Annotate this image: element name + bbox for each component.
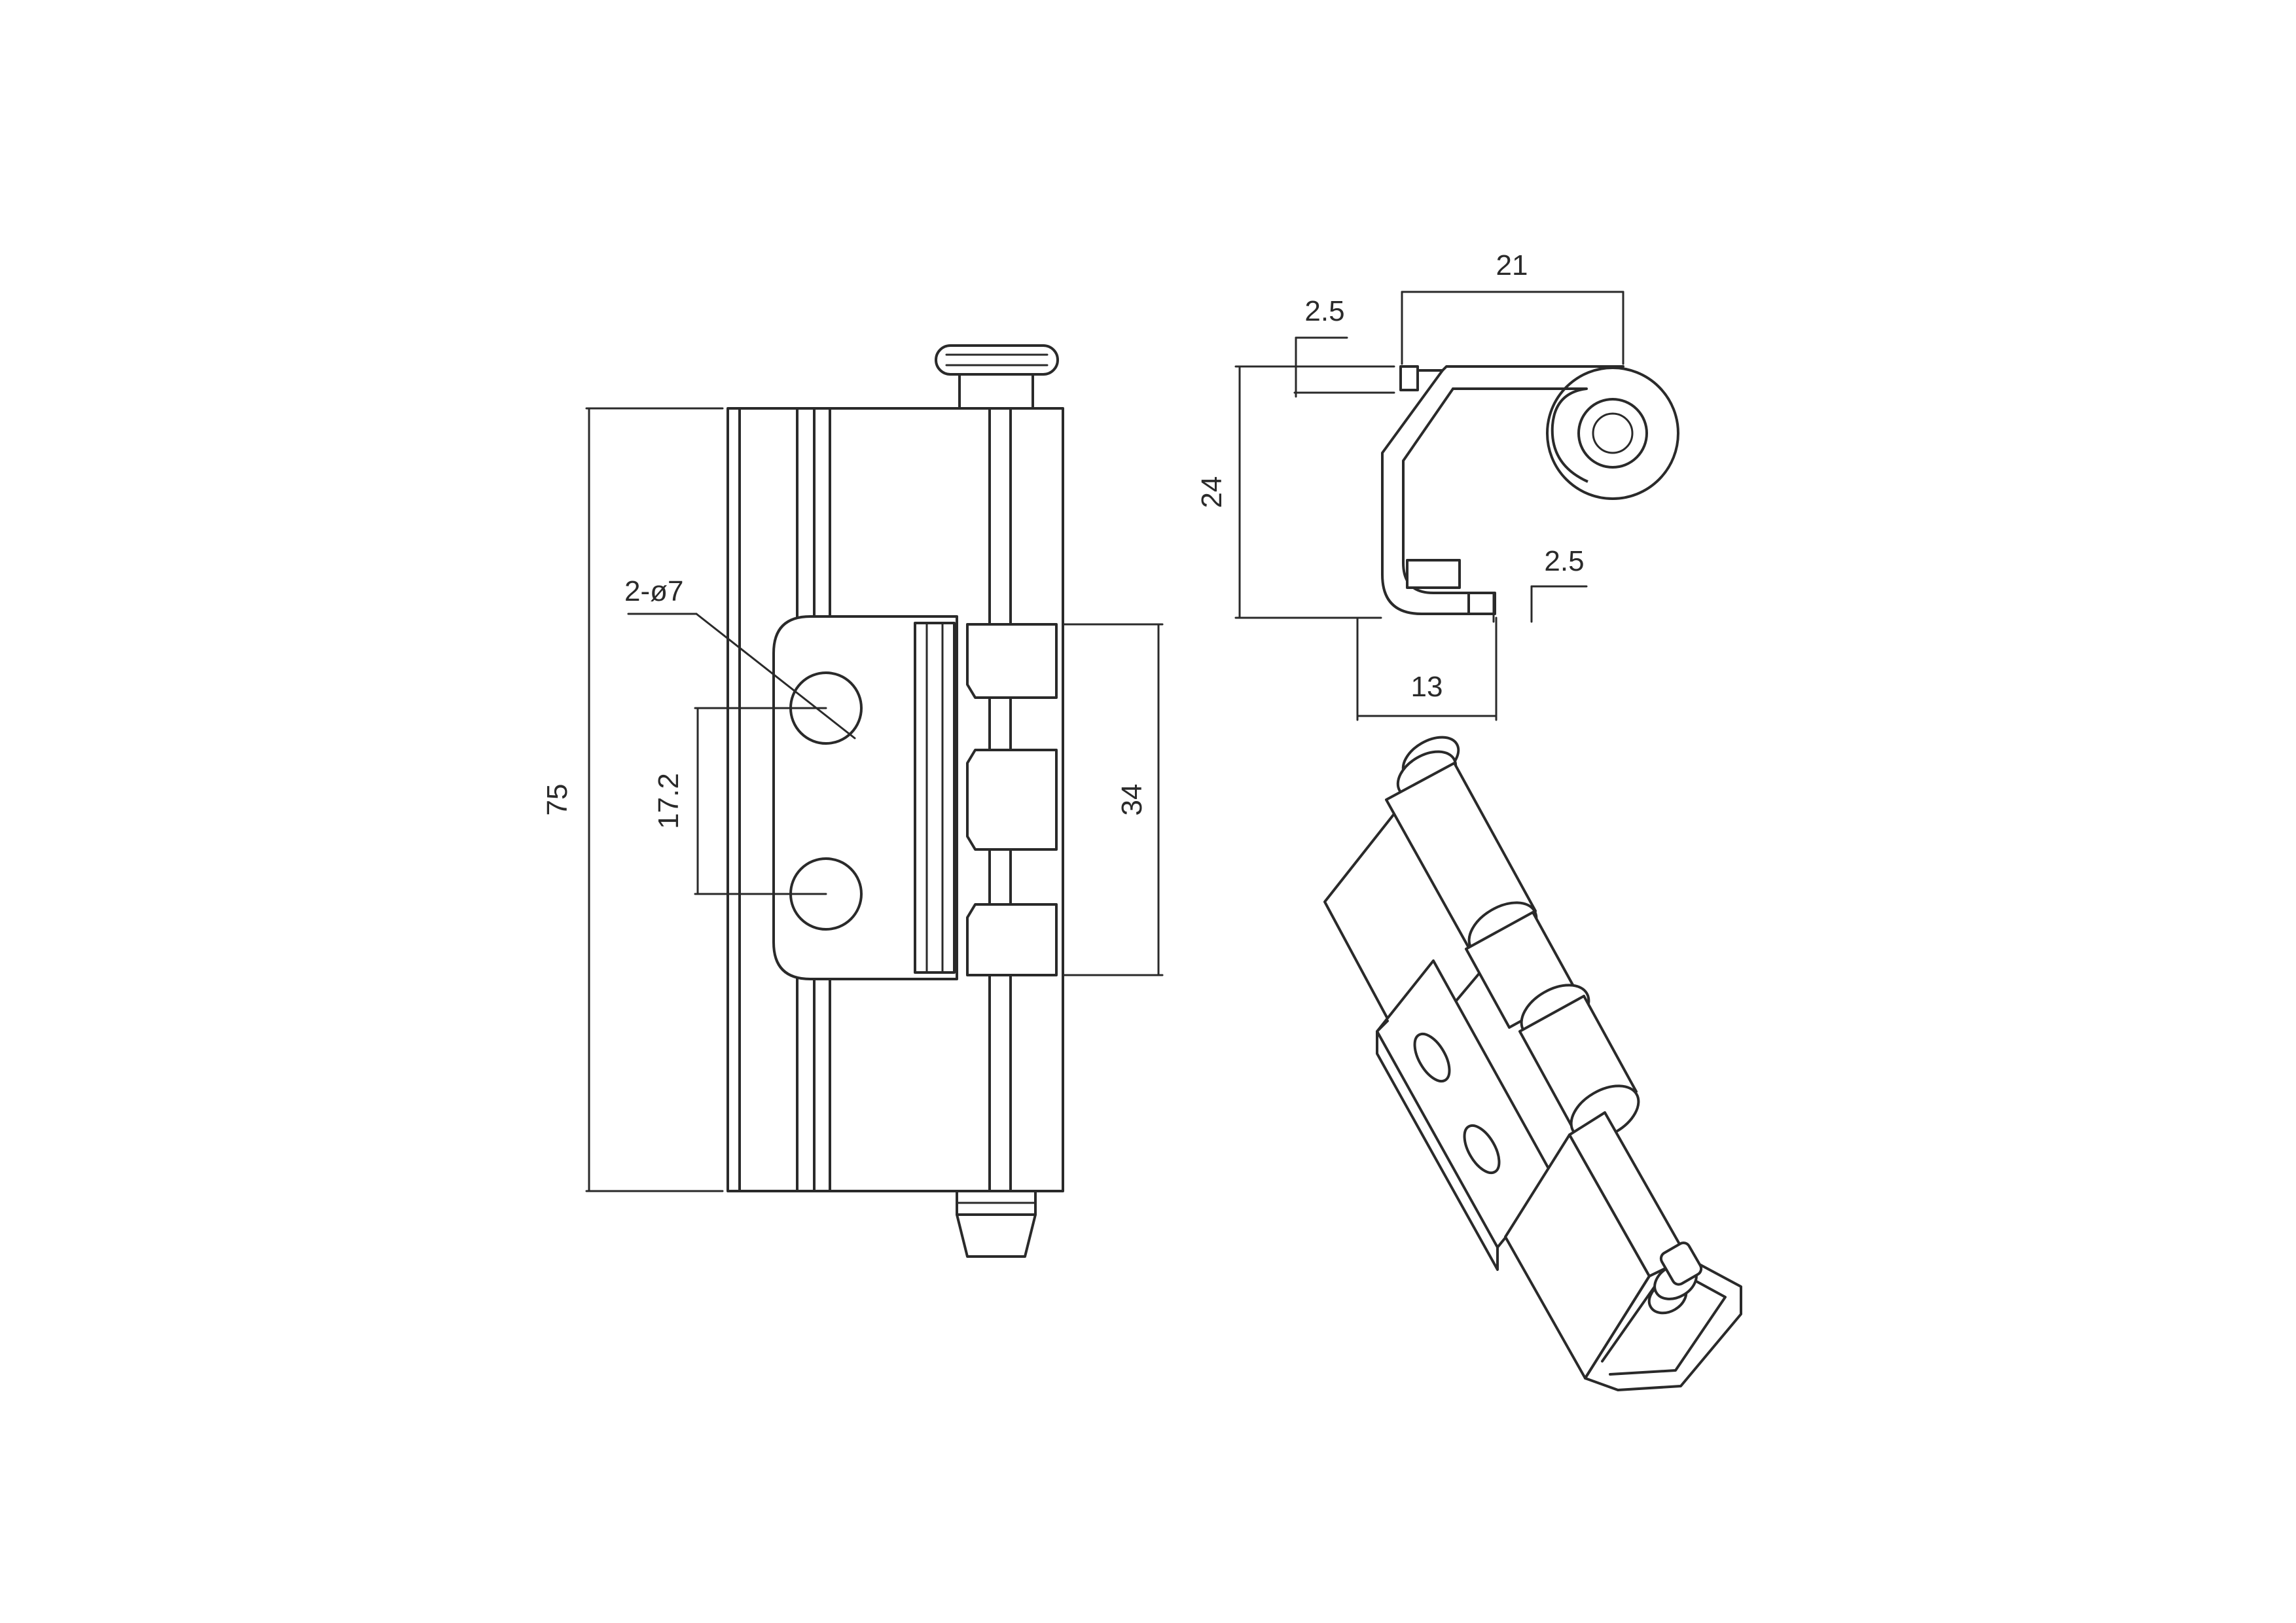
dim-top-width: 21 <box>1401 249 1624 365</box>
dim-leaf-height-label: 34 <box>1116 784 1148 816</box>
top-section-view: 21 2.5 24 2.5 13 <box>1196 249 1679 721</box>
center-leaf <box>772 615 1058 980</box>
isometric-view <box>1323 736 1742 1391</box>
iso-hole-bottom <box>1463 1124 1501 1175</box>
dim-side-height: 24 <box>1196 365 1382 619</box>
dim-hole-spacing-label: 17.2 <box>653 773 685 829</box>
hole-callout: 2-ø7 <box>624 575 856 740</box>
iso-hole-top <box>1413 1032 1451 1083</box>
dim-height-total-label: 75 <box>541 784 573 816</box>
top-pin <box>935 344 1059 410</box>
dim-top-thickness: 2.5 <box>1293 295 1395 398</box>
front-view: 75 17.2 34 2-ø7 <box>541 344 1164 1258</box>
pin-circle-inner <box>1577 398 1648 469</box>
dim-bottom-width: 13 <box>1356 616 1498 721</box>
bottom-pin <box>956 1190 1037 1258</box>
dim-bottom-width-label: 13 <box>1411 671 1443 703</box>
dim-leaf-height: 34 <box>1062 623 1164 976</box>
dim-height-total: 75 <box>541 407 724 1192</box>
dim-bottom-thickness-label: 2.5 <box>1544 545 1584 577</box>
pin-circle-outer <box>1546 366 1679 500</box>
dim-top-width-label: 21 <box>1496 249 1528 281</box>
dim-side-height-label: 24 <box>1196 476 1228 508</box>
dim-bottom-thickness: 2.5 <box>1492 545 1588 623</box>
dim-hole-spacing: 17.2 <box>653 707 827 895</box>
hole-callout-label: 2-ø7 <box>624 575 683 607</box>
dim-top-thickness-label: 2.5 <box>1304 295 1344 327</box>
